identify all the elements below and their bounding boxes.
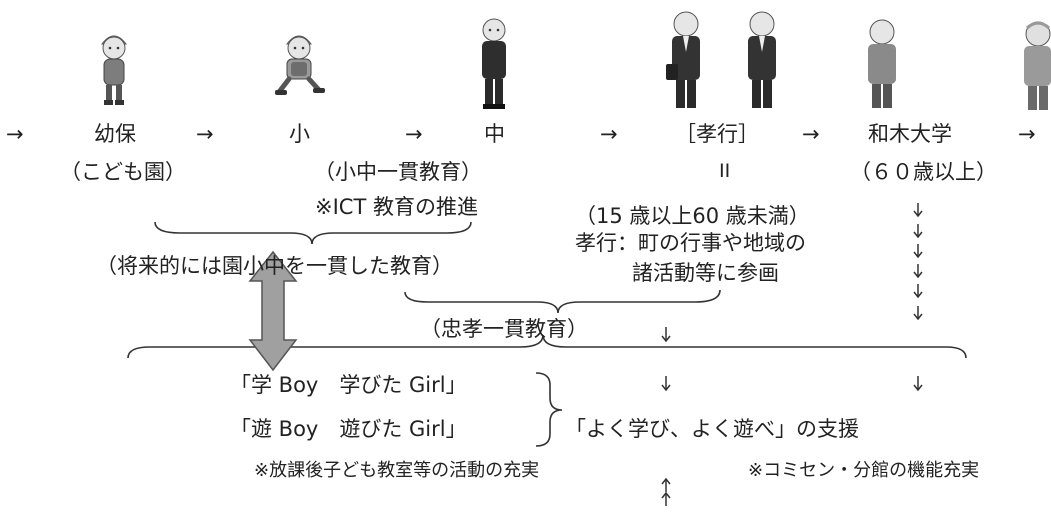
down-arrows-right <box>913 203 923 392</box>
note-koukou-desc-2: 諸活動等に参画 <box>632 261 779 285</box>
stage-label-koukou: ［孝行］ <box>675 122 759 146</box>
down-arrows-center <box>661 327 671 392</box>
stage-sub-koukou: II <box>719 160 731 182</box>
stage-label-university: 和木大学 <box>868 122 952 146</box>
note-afterschool: ※放課後子ども教室等の活動の充実 <box>254 460 540 481</box>
stage-label-preschool: 幼保 <box>94 122 136 146</box>
stage-sub-preschool: （こども園） <box>60 160 186 184</box>
support-text: 「よく学び、よく遊べ」の支援 <box>565 417 859 441</box>
flow-arrow: → <box>6 122 24 146</box>
note-comisen: ※コミセン・分館の機能充実 <box>748 460 980 481</box>
up-arrows-bottom <box>661 477 671 506</box>
brace-chuukou <box>404 289 721 314</box>
note-ict: ※ICT 教育の推進 <box>315 195 478 219</box>
flow-arrow: → <box>196 122 214 146</box>
slogan-2: 「遊 Boy 遊びた Girl」 <box>230 417 467 441</box>
adult-man-icon <box>748 11 776 108</box>
brace-slogan <box>535 372 563 447</box>
note-chuukou: （忠孝一貫教育） <box>420 317 588 341</box>
adult-man-icon <box>868 19 896 108</box>
stage-sub-university: （６０歳以上） <box>850 160 997 184</box>
slogan-1: 「学 Boy 学びた Girl」 <box>230 373 467 397</box>
preschool-child-icon <box>100 35 128 105</box>
stage-sub-elementary: （小中一貫教育） <box>314 160 482 184</box>
brace-future <box>154 221 472 245</box>
double-arrow <box>248 250 298 372</box>
flow-arrow: → <box>802 122 820 146</box>
stage-label-elementary: 小 <box>289 122 310 146</box>
elderly-man-icon <box>1024 21 1051 110</box>
adult-man-icon <box>666 11 700 108</box>
note-future: （将来的には園小中を一貫した教育） <box>96 254 453 278</box>
elementary-child-icon <box>275 35 325 95</box>
stage-label-junior-high: 中 <box>484 122 505 146</box>
brace-main <box>127 334 967 359</box>
flow-arrow: → <box>600 122 618 146</box>
note-age-range: （15 歳以上60 歳未満） <box>575 204 810 228</box>
flow-arrow: → <box>405 122 423 146</box>
flow-arrow: → <box>1018 122 1036 146</box>
student-icon <box>482 18 506 109</box>
note-koukou-desc-1: 孝行：町の行事や地域の <box>575 231 806 255</box>
